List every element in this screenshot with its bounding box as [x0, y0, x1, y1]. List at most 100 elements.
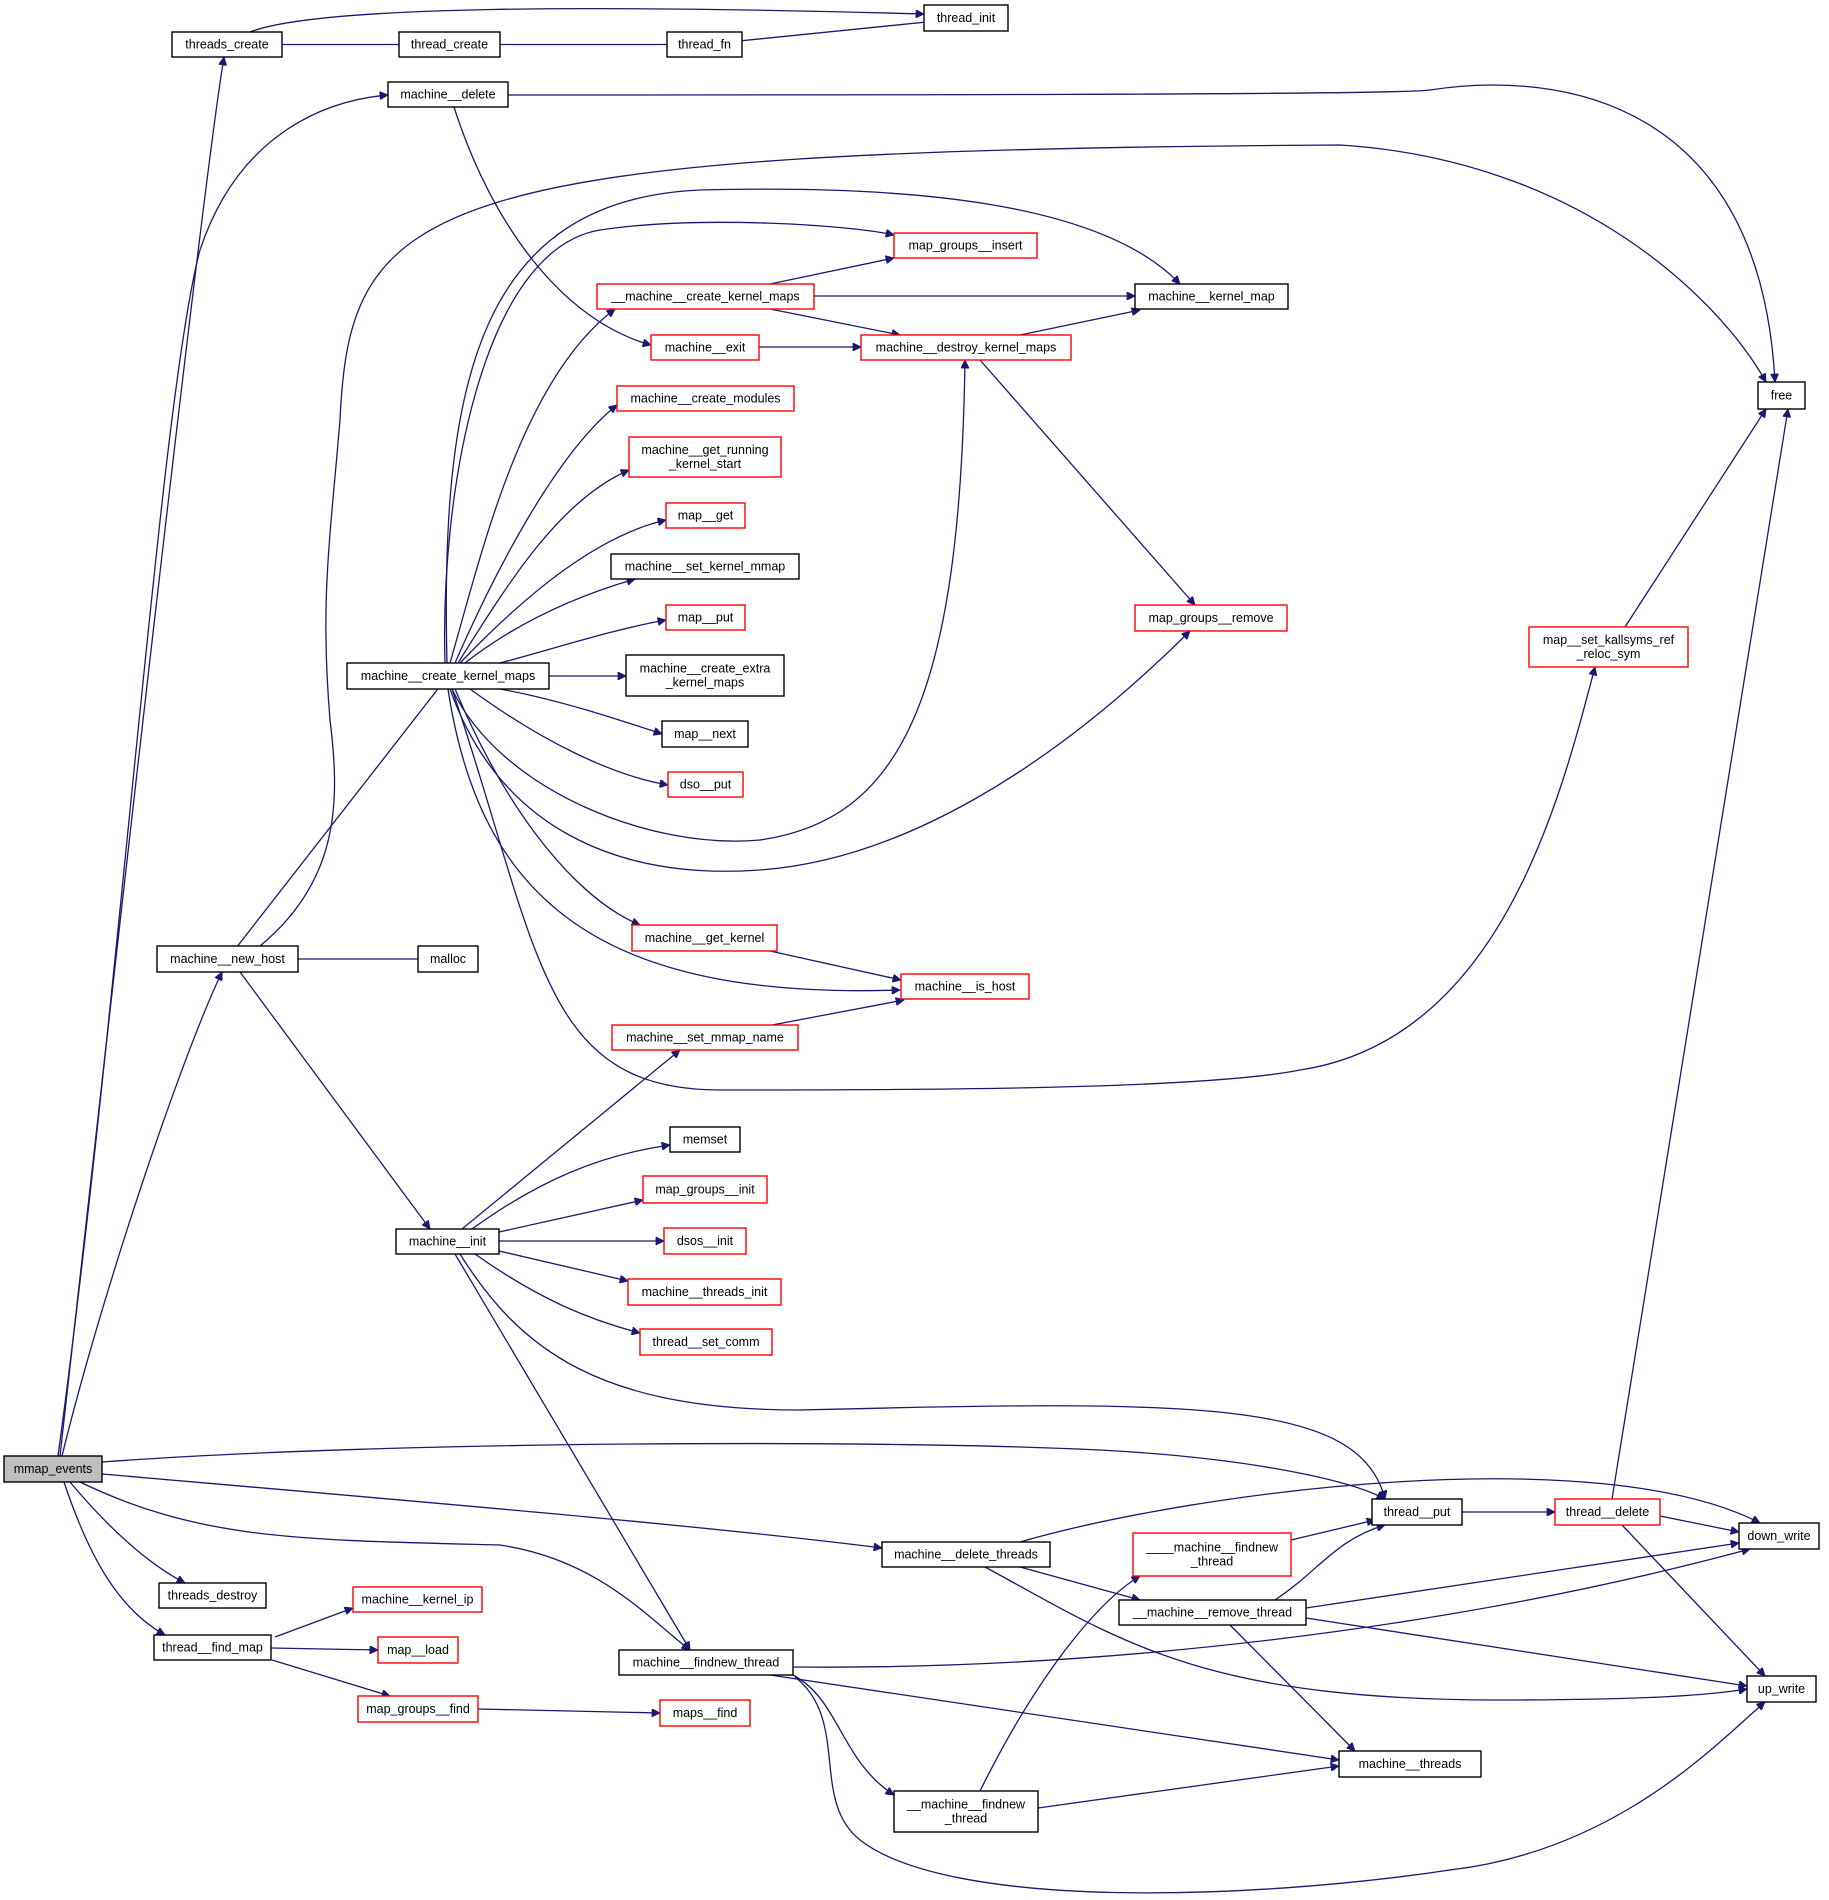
node-maps__find[interactable]: maps__find: [659, 1699, 751, 1727]
node-threads_destroy[interactable]: threads_destroy: [158, 1582, 267, 1609]
node-machine__delete_threads[interactable]: machine__delete_threads: [881, 1541, 1051, 1568]
node-box[interactable]: [663, 1227, 747, 1255]
node-box[interactable]: [1554, 1498, 1661, 1526]
node-box[interactable]: [596, 283, 815, 310]
node-box[interactable]: [395, 1228, 500, 1255]
node-box[interactable]: [639, 1328, 773, 1356]
node-machine__kernel_map[interactable]: machine__kernel_map: [1134, 283, 1289, 310]
node-machine__create_modules[interactable]: machine__create_modules: [616, 385, 795, 412]
node-map_groups__insert[interactable]: map_groups__insert: [893, 232, 1038, 259]
node-box[interactable]: [893, 232, 1038, 259]
node-box[interactable]: [3, 1455, 103, 1483]
node-machine__set_kernel_mmap[interactable]: machine__set_kernel_mmap: [610, 553, 800, 580]
node-box[interactable]: [1528, 626, 1689, 668]
node-up_write[interactable]: up_write: [1746, 1675, 1817, 1703]
node-free[interactable]: free: [1757, 381, 1806, 410]
node-box[interactable]: [667, 771, 744, 798]
node-machine__findnew_thread[interactable]: machine__findnew_thread: [618, 1649, 794, 1676]
node-____machine__findnew_thread[interactable]: ____machine__findnew_thread: [1132, 1532, 1292, 1577]
node-map__put[interactable]: map__put: [665, 604, 746, 631]
node-box[interactable]: [1338, 1750, 1482, 1778]
node-thread_init[interactable]: thread_init: [923, 4, 1009, 32]
node-box[interactable]: [417, 945, 479, 973]
node-map__set_kallsyms_ref_reloc_sym[interactable]: map__set_kallsyms_ref_reloc_sym: [1528, 626, 1689, 668]
node-box[interactable]: [659, 1699, 751, 1727]
node-box[interactable]: [387, 81, 509, 108]
node-map_groups__remove[interactable]: map_groups__remove: [1134, 604, 1288, 632]
node-dso__put[interactable]: dso__put: [667, 771, 744, 798]
node-map_groups__find[interactable]: map_groups__find: [357, 1695, 479, 1723]
node-memset[interactable]: memset: [669, 1126, 741, 1153]
node-__machine__create_kernel_maps[interactable]: __machine__create_kernel_maps: [596, 283, 815, 310]
node-machine__init[interactable]: machine__init: [395, 1228, 500, 1255]
node-box[interactable]: [377, 1636, 459, 1664]
node-malloc[interactable]: malloc: [417, 945, 479, 973]
node-box[interactable]: [665, 604, 746, 631]
node-box[interactable]: [357, 1695, 479, 1723]
node-box[interactable]: [881, 1541, 1051, 1568]
node-thread_fn[interactable]: thread_fn: [666, 31, 743, 58]
node-box[interactable]: [1118, 1599, 1307, 1626]
node-machine__create_kernel_maps[interactable]: machine__create_kernel_maps: [346, 662, 550, 690]
node-box[interactable]: [628, 436, 782, 478]
node-box[interactable]: [669, 1126, 741, 1153]
node-box[interactable]: [661, 720, 749, 748]
node-machine__get_running_kernel_start[interactable]: machine__get_running_kernel_start: [628, 436, 782, 478]
node-box[interactable]: [642, 1175, 768, 1204]
node-box[interactable]: [346, 662, 550, 690]
node-box[interactable]: [665, 502, 746, 529]
node-box[interactable]: [153, 1634, 272, 1661]
node-mmap_events[interactable]: mmap_events: [3, 1455, 103, 1483]
node-machine__exit[interactable]: machine__exit: [650, 334, 760, 361]
node-machine__is_host[interactable]: machine__is_host: [900, 973, 1030, 1000]
node-box[interactable]: [171, 31, 283, 58]
node-box[interactable]: [1132, 1532, 1292, 1577]
node-box[interactable]: [1134, 283, 1289, 310]
node-thread__delete[interactable]: thread__delete: [1554, 1498, 1661, 1526]
node-box[interactable]: [666, 31, 743, 58]
node-box[interactable]: [1371, 1498, 1463, 1526]
node-threads_create[interactable]: threads_create: [171, 31, 283, 58]
node-box[interactable]: [631, 924, 778, 952]
node-box[interactable]: [1757, 381, 1806, 410]
node-machine__kernel_ip[interactable]: machine__kernel_ip: [352, 1586, 483, 1613]
node-machine__new_host[interactable]: machine__new_host: [156, 945, 299, 973]
node-machine__delete[interactable]: machine__delete: [387, 81, 509, 108]
node-box[interactable]: [611, 1024, 799, 1051]
node-box[interactable]: [1134, 604, 1288, 632]
node-thread__set_comm[interactable]: thread__set_comm: [639, 1328, 773, 1356]
node-box[interactable]: [900, 973, 1030, 1000]
node-box[interactable]: [860, 334, 1072, 361]
node-machine__threads[interactable]: machine__threads: [1338, 1750, 1482, 1778]
node-map__get[interactable]: map__get: [665, 502, 746, 529]
node-box[interactable]: [893, 1790, 1039, 1833]
node-machine__get_kernel[interactable]: machine__get_kernel: [631, 924, 778, 952]
node-__machine__findnew_thread[interactable]: __machine__findnew_thread: [893, 1790, 1039, 1833]
node-box[interactable]: [156, 945, 299, 973]
node-box[interactable]: [627, 1278, 782, 1306]
node-box[interactable]: [1746, 1675, 1817, 1703]
node-thread__find_map[interactable]: thread__find_map: [153, 1634, 272, 1661]
node-machine__destroy_kernel_maps[interactable]: machine__destroy_kernel_maps: [860, 334, 1072, 361]
node-box[interactable]: [650, 334, 760, 361]
node-thread_create[interactable]: thread_create: [398, 31, 501, 58]
node-machine__create_extra_kernel_maps[interactable]: machine__create_extra_kernel_maps: [625, 654, 785, 697]
node-box[interactable]: [618, 1649, 794, 1676]
node-box[interactable]: [610, 553, 800, 580]
node-box[interactable]: [625, 654, 785, 697]
node-machine__set_mmap_name[interactable]: machine__set_mmap_name: [611, 1024, 799, 1051]
node-dsos__init[interactable]: dsos__init: [663, 1227, 747, 1255]
node-box[interactable]: [352, 1586, 483, 1613]
node-box[interactable]: [1738, 1522, 1820, 1550]
node-__machine__remove_thread[interactable]: __machine__remove_thread: [1118, 1599, 1307, 1626]
node-machine__threads_init[interactable]: machine__threads_init: [627, 1278, 782, 1306]
node-box[interactable]: [616, 385, 795, 412]
node-box[interactable]: [923, 4, 1009, 32]
node-box[interactable]: [158, 1582, 267, 1609]
node-map_groups__init[interactable]: map_groups__init: [642, 1175, 768, 1204]
node-box[interactable]: [398, 31, 501, 58]
node-map__next[interactable]: map__next: [661, 720, 749, 748]
node-map__load[interactable]: map__load: [377, 1636, 459, 1664]
node-thread__put[interactable]: thread__put: [1371, 1498, 1463, 1526]
node-down_write[interactable]: down_write: [1738, 1522, 1820, 1550]
